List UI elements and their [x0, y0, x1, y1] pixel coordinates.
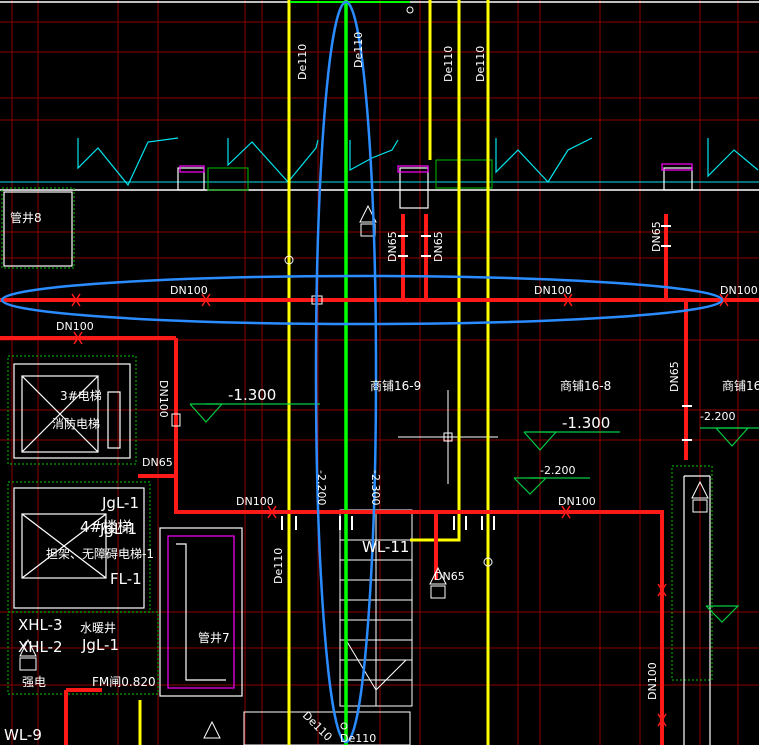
label-dn100-low2: DN100 — [558, 495, 596, 508]
label-dn65-right-top: DN65 — [650, 221, 663, 252]
label-shop-16-8: 商铺16-8 — [560, 378, 611, 393]
label-dn65-b: DN65 — [432, 231, 445, 262]
label-dn100-mid: DN100 — [534, 284, 572, 297]
riser-labels: JgL-1 4#楼梯 JgL-1 担架、无障碍电梯-1 FL-1 WL-11 W… — [4, 494, 409, 744]
label-lvl-vert-b: -2.300 — [369, 470, 382, 505]
label-jgl-1c: JgL-1 — [81, 636, 119, 654]
label-de110-a: De110 — [296, 44, 309, 80]
label-lvl-vert-a: -2.200 — [315, 470, 328, 505]
label-water-well: 水暖井 — [80, 621, 116, 635]
label-wl-11: WL-11 — [362, 538, 409, 556]
label-shop-16-right: 商铺16 — [722, 378, 759, 393]
left-structures — [1, 187, 243, 697]
label-dn65-left: DN65 — [142, 456, 173, 469]
label-xhl-2: XHL-2 — [18, 638, 63, 656]
label-rack-note: 担架、无障碍电梯-1 — [46, 546, 154, 561]
fire-pipes-red — [0, 214, 759, 745]
label-dn100-vert: DN100 — [157, 380, 170, 418]
label-xhl-3: XHL-3 — [18, 616, 63, 634]
label-dn65-a: DN65 — [386, 231, 399, 262]
elevation-labels: -1.300 -1.300 -2.200 -2.200 -2.200 -2.30… — [228, 386, 735, 505]
label-wl-9: WL-9 — [4, 726, 42, 744]
label-shop-16-9: 商铺16-9 — [370, 378, 421, 393]
label-lvl-right: -1.300 — [562, 414, 610, 432]
label-de110-e: De110 — [272, 548, 285, 584]
label-de110-d: De110 — [474, 46, 487, 82]
label-dn100-main: DN100 — [170, 284, 208, 297]
label-pipe-well-7: 管井7 — [198, 630, 230, 645]
label-dn100-left: DN100 — [56, 320, 94, 333]
label-fm: FM闸0.820 — [92, 675, 156, 689]
label-lvl-small: -2.200 — [540, 464, 575, 477]
label-dn100-low: DN100 — [236, 495, 274, 508]
label-lvl-right2: -2.200 — [700, 410, 735, 423]
label-de110-bottom: De110 — [300, 709, 335, 744]
label-jgl-1: JgL-1 — [101, 494, 139, 512]
label-de110-bottom2: De110 — [340, 732, 376, 745]
valve-markers — [71, 293, 729, 727]
stair — [243, 509, 413, 745]
label-de110-b: De110 — [352, 32, 365, 68]
label-de110-c: De110 — [442, 46, 455, 82]
label-fl-1: FL-1 — [110, 570, 142, 588]
label-stair-4: 4#楼梯 — [80, 518, 132, 536]
vent-pipe-green — [290, 0, 410, 745]
label-dn65-low: DN65 — [434, 570, 465, 583]
label-elevator: 3#电梯 — [60, 389, 102, 403]
highlight-ellipses — [0, 0, 724, 744]
pipe-nodes — [284, 6, 493, 730]
label-fire-elevator: 消防电梯 — [52, 416, 100, 431]
room-labels: 管井8 管井7 3#电梯 消防电梯 商铺16-9 商铺16-8 商铺16 水暖井… — [10, 210, 759, 689]
riser-valves — [171, 225, 692, 530]
cad-crosshair — [398, 390, 498, 484]
facade-zigzag — [77, 137, 759, 187]
label-dn65-right-mid: DN65 — [668, 361, 681, 392]
label-dn100-right: DN100 — [720, 284, 758, 297]
pipe-labels: DN100 DN100 DN100 DN100 DN100 DN100 DN10… — [56, 221, 758, 700]
drain-pipes-yellow — [138, 0, 490, 745]
label-jgl-1b: JgL-1 — [99, 520, 137, 538]
label-pipe-well-8: 管井8 — [10, 210, 42, 225]
elevation-markers — [189, 403, 759, 623]
facade-columns — [177, 159, 693, 209]
label-electric: 强电 — [22, 675, 46, 689]
label-dn100-bottom: DN100 — [646, 662, 659, 700]
label-lvl-left: -1.300 — [228, 386, 276, 404]
